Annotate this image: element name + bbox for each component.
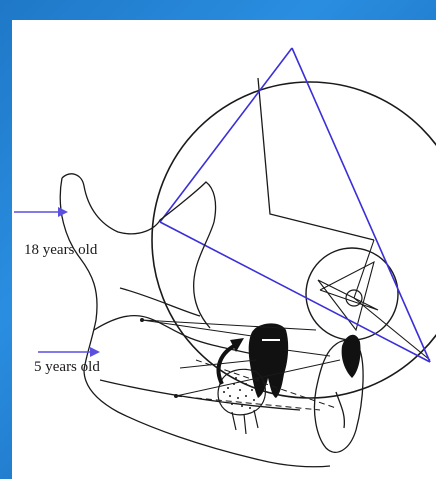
age-18-arrow [14, 207, 68, 217]
molar-tooth [249, 323, 288, 398]
reference-point [140, 318, 144, 322]
age-5-label: 5 years old [34, 359, 100, 376]
mandible-outline [60, 174, 330, 467]
reference-lines [142, 320, 340, 410]
small-circle [306, 248, 398, 340]
illustration-panel: 18 years old 5 years old [12, 20, 436, 479]
age-5-arrow [38, 347, 100, 357]
star-construction [318, 240, 430, 360]
age-18-label: 18 years old [24, 242, 97, 259]
incisor-crown [342, 335, 361, 378]
tooth-roots [232, 410, 258, 434]
reference-point [174, 394, 178, 398]
